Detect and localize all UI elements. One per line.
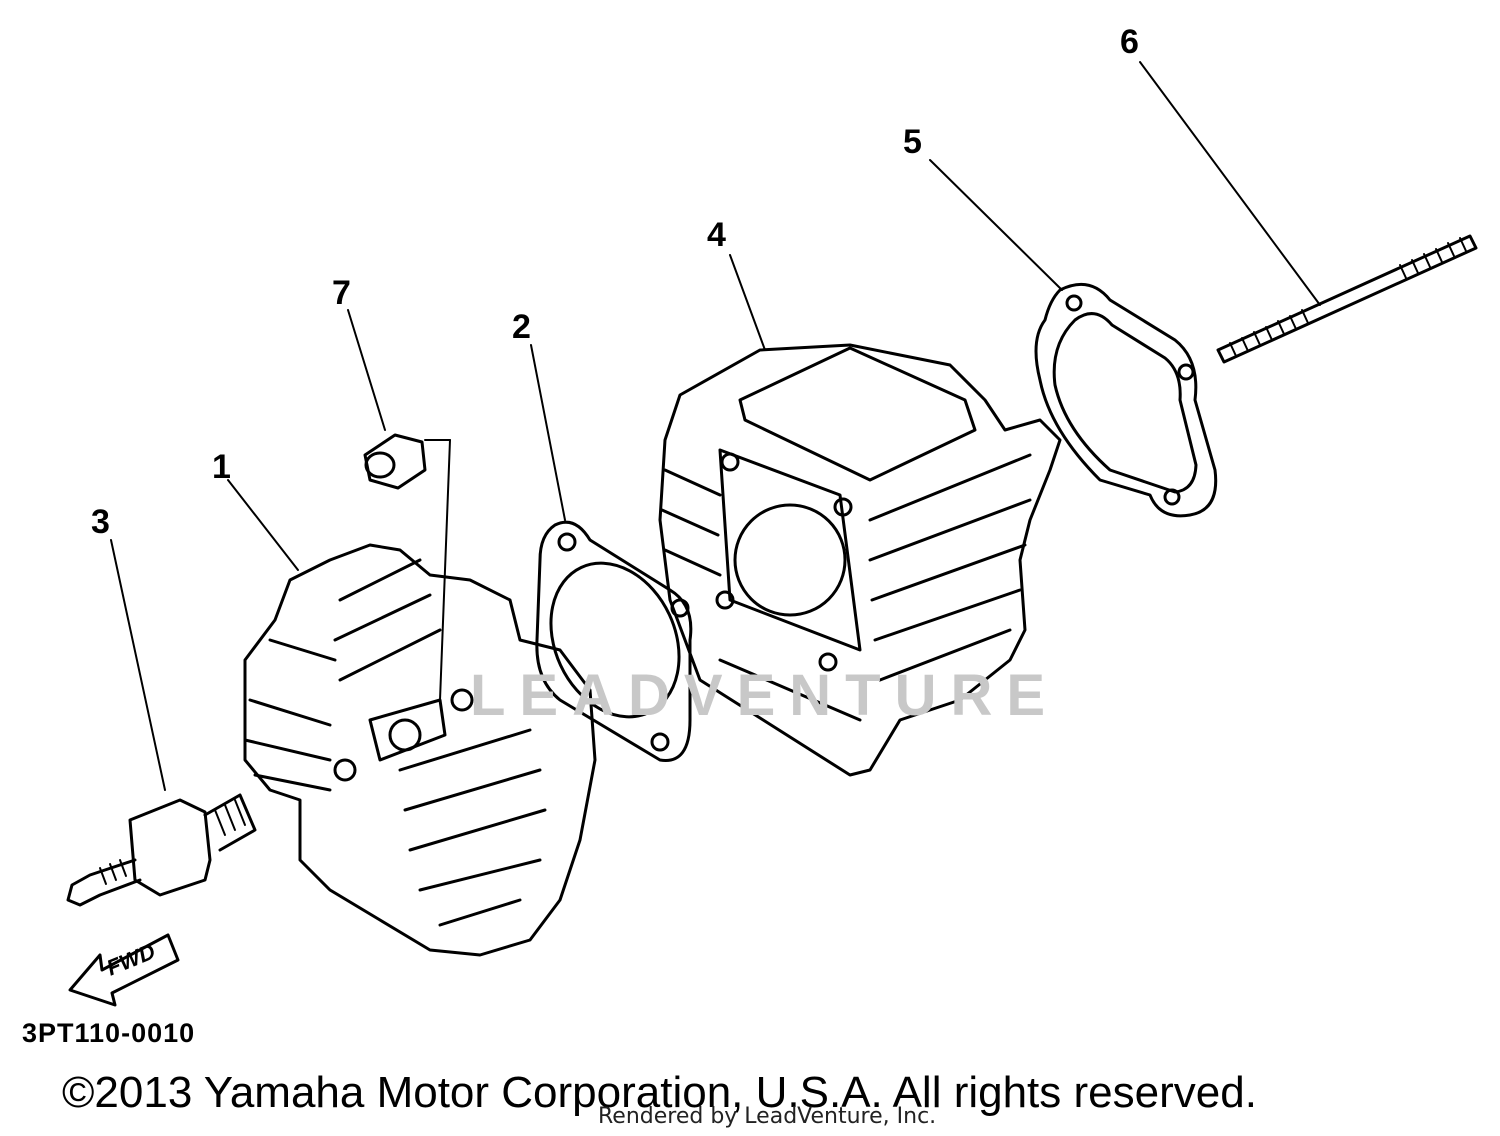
- spark-plug-part-3: [66, 793, 257, 907]
- callout-5: 5: [903, 123, 922, 161]
- figure-code: 3PT110-0010: [22, 1018, 196, 1048]
- copyright-notice: ©2013 Yamaha Motor Corporation, U.S.A. A…: [62, 1068, 1257, 1117]
- base-gasket-part-5: [1034, 282, 1218, 518]
- stud-bolt-part-6: [1216, 234, 1478, 364]
- cylinder-head-part-1: [243, 543, 597, 957]
- watermark-text: LEADVENTURE: [470, 663, 1060, 728]
- callout-4: 4: [707, 216, 726, 254]
- head-gasket-part-2: [535, 520, 693, 762]
- callout-2: 2: [512, 308, 531, 346]
- callout-6: 6: [1120, 23, 1139, 61]
- leader-lines: [110, 61, 1321, 791]
- cylinder-part-4: [658, 343, 1062, 777]
- callout-7: 7: [332, 274, 351, 312]
- callout-1: 1: [212, 448, 231, 486]
- forward-arrow-icon: [68, 933, 180, 1007]
- nut-part-7: [363, 433, 427, 490]
- rendered-by-credit: Rendered by LeadVenture, Inc.: [598, 1104, 937, 1129]
- callout-3: 3: [91, 503, 110, 541]
